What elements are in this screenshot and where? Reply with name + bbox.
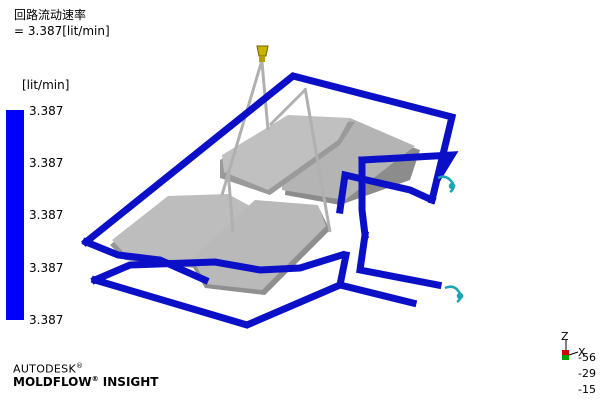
triad-coord-2: -29 xyxy=(578,367,596,380)
legend-label-3: 3.387 xyxy=(29,208,64,222)
legend-label-5: 3.387 xyxy=(29,313,64,327)
triad-coord-1: -56 xyxy=(578,351,596,364)
circuit-inlet-icon xyxy=(437,175,456,194)
triad-axis-x: X xyxy=(578,346,586,359)
triad-coord-3: -15 xyxy=(578,383,596,396)
legend-unit: [lit/min] xyxy=(22,78,70,92)
mold-part-front-right xyxy=(190,200,330,295)
legend-label-4: 3.387 xyxy=(29,261,64,275)
legend-color-bar xyxy=(6,110,24,320)
legend-label-2: 3.387 xyxy=(29,156,64,170)
cooling-circuit xyxy=(81,72,459,329)
mold-part-upper xyxy=(220,115,355,195)
orientation-triad xyxy=(562,340,579,360)
result-value: = 3.387[lit/min] xyxy=(14,24,110,38)
brand-moldflow-insight: MOLDFLOW® INSIGHT xyxy=(13,375,159,389)
circuit-outlet-icon xyxy=(444,285,464,304)
brand-autodesk: AUTODESK® xyxy=(13,362,84,376)
legend-label-1: 3.387 xyxy=(29,104,64,118)
nozzle-icon xyxy=(256,45,269,62)
mold-part-front-left xyxy=(110,194,255,268)
triad-axis-z: Z xyxy=(561,330,569,343)
result-title: 回路流动速率 xyxy=(14,8,87,22)
